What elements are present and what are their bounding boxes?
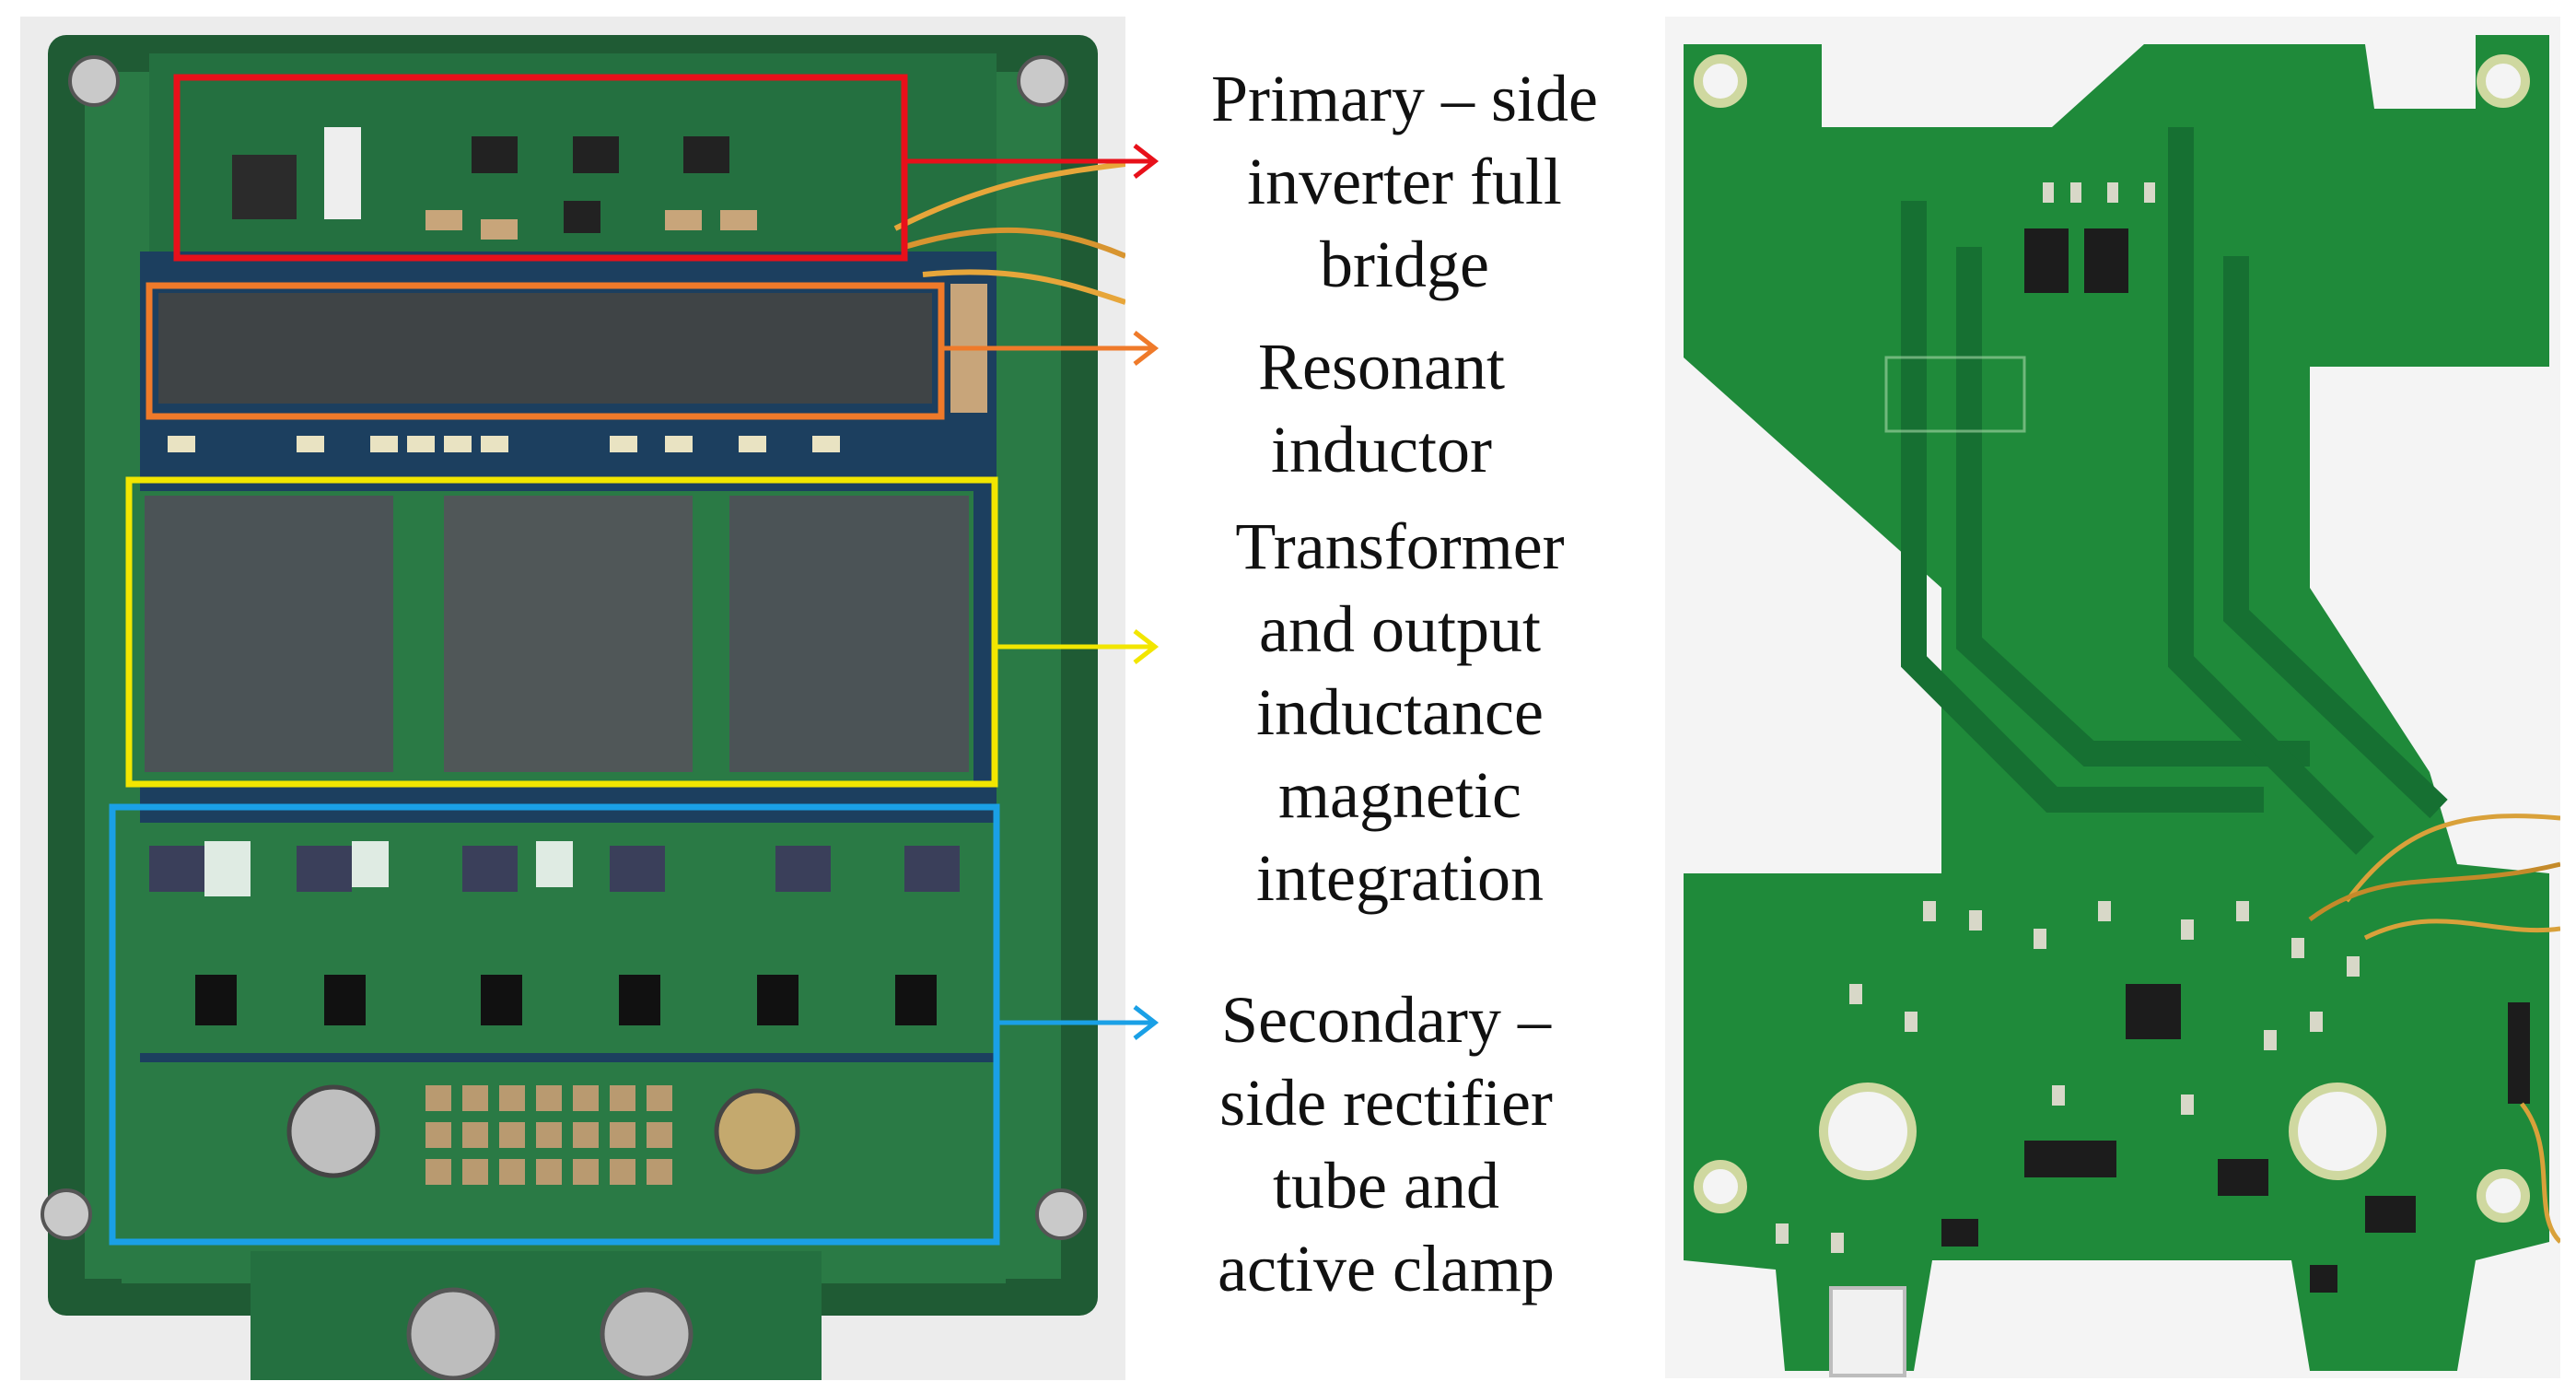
- primary-label-line: inverter full: [1247, 145, 1562, 218]
- primary-label: Primary – side inverter full bridge: [1165, 57, 1644, 306]
- resonant-highlight-box: [146, 282, 945, 420]
- primary-highlight-box: [173, 74, 908, 262]
- transformer-highlight-box: [125, 476, 998, 788]
- primary-label-line: bridge: [1320, 228, 1489, 301]
- transformer-label-line: magnetic: [1278, 758, 1521, 832]
- resonant-label: Resonant inductor: [1197, 325, 1566, 491]
- transformer-label-line: and output: [1259, 592, 1541, 666]
- secondary-label-line: active clamp: [1218, 1232, 1555, 1305]
- transformer-label-line: integration: [1256, 841, 1544, 915]
- secondary-label-line: side rectifier: [1219, 1066, 1553, 1140]
- control-board-photo: [1665, 17, 2560, 1378]
- resonant-label-line: inductor: [1271, 413, 1492, 486]
- transformer-label-line: inductance: [1256, 675, 1544, 749]
- primary-label-line: Primary – side: [1211, 62, 1598, 135]
- primary-arrow: [904, 144, 1160, 179]
- resonant-arrow: [941, 331, 1160, 366]
- transformer-label: Transformer and output inductance magnet…: [1170, 505, 1630, 919]
- transformer-label-line: Transformer: [1235, 509, 1565, 583]
- secondary-arrow: [997, 1005, 1160, 1040]
- transformer-arrow: [995, 629, 1160, 664]
- assembled-board-photo: [20, 17, 1125, 1380]
- secondary-label-line: tube and: [1273, 1149, 1499, 1223]
- resonant-label-line: Resonant: [1258, 330, 1505, 404]
- secondary-label-line: Secondary –: [1221, 983, 1551, 1057]
- secondary-label: Secondary – side rectifier tube and acti…: [1165, 978, 1607, 1310]
